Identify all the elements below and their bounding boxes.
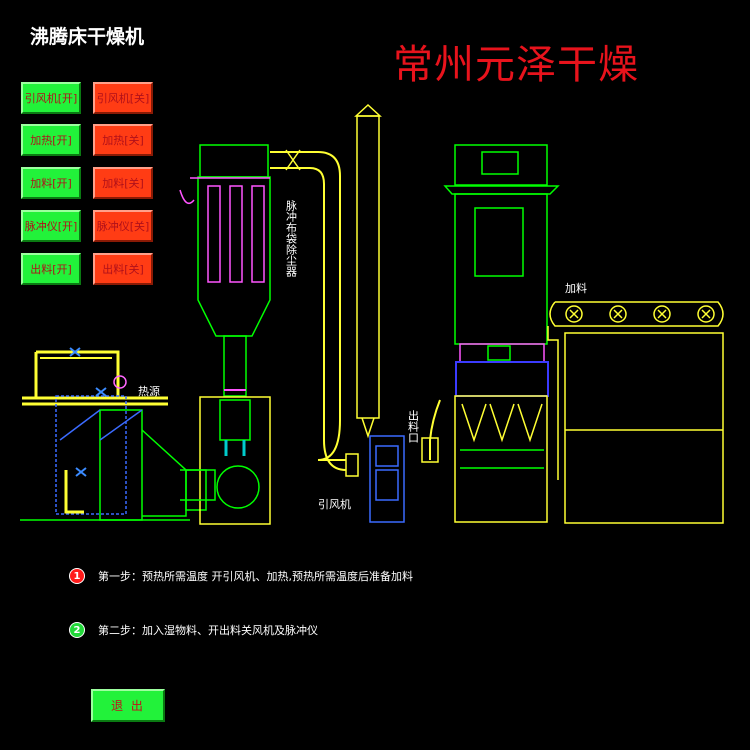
exit-button[interactable]: 退 出 [91, 689, 165, 722]
discharge-on-button[interactable]: 出料[开] [21, 253, 81, 285]
heat-source-unit [20, 347, 207, 521]
bag-filter [179, 144, 271, 525]
step-two-badge: 2 [70, 623, 84, 637]
fan-off-button[interactable]: 引风机[关] [93, 82, 153, 114]
pulse-on-button[interactable]: 脉冲仪[开] [21, 210, 81, 242]
page-title: 沸腾床干燥机 [30, 26, 145, 48]
fluid-bed-dryer [421, 144, 560, 523]
step-one-text: 第一步：预热所需温度 开引风机、加热,预热所需温度后准备加料 [98, 570, 413, 583]
air-duct [270, 149, 359, 477]
heat-off-button[interactable]: 加热[关] [93, 124, 153, 156]
outlet-label: 出料口 [407, 409, 420, 443]
fan-on-button[interactable]: 引风机[开] [21, 82, 81, 114]
discharge-off-button[interactable]: 出料[关] [93, 253, 153, 285]
feed-off-button[interactable]: 加料[关] [93, 167, 153, 199]
step-two-text: 第二步：加入湿物料、开出料关风机及脉冲仪 [98, 624, 318, 637]
step-two: 2 第二步：加入湿物料、开出料关风机及脉冲仪 [70, 622, 318, 638]
fan-label: 引风机 [318, 497, 351, 511]
feed-on-button[interactable]: 加料[开] [21, 167, 81, 199]
brand-title: 常州元泽干燥 [393, 42, 639, 88]
feed-conveyor [547, 301, 724, 524]
heat-source-label: 热源 [138, 384, 160, 398]
step-one-badge: 1 [70, 569, 84, 583]
step-one: 1 第一步：预热所需温度 开引风机、加热,预热所需温度后准备加料 [70, 568, 413, 584]
pulse-off-button[interactable]: 脉冲仪[关] [93, 210, 153, 242]
heat-on-button[interactable]: 加热[开] [21, 124, 81, 156]
feed-label: 加料 [565, 281, 587, 295]
fan [369, 435, 405, 523]
bag-filter-label: 脉冲布袋除尘器 [285, 199, 298, 278]
chimney [354, 103, 382, 439]
